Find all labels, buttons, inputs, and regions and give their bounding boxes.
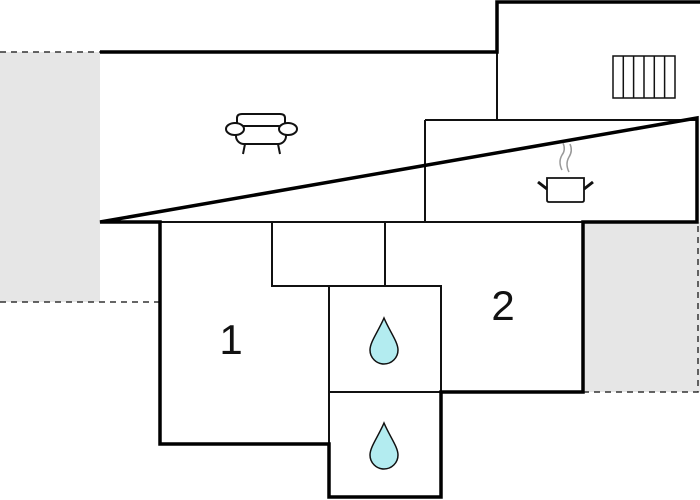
terrace-right [583, 222, 700, 393]
exterior-walls [99, 0, 700, 499]
water-drop-icon [369, 316, 399, 365]
terrace-left [0, 51, 160, 303]
water-drop-icon [369, 421, 399, 470]
interior-walls [100, 52, 697, 444]
stairs-icon [612, 55, 676, 99]
room-2-label: 2 [491, 282, 515, 329]
room-1-label: 1 [219, 316, 243, 363]
cooking-pot-icon [537, 142, 594, 203]
sofa-icon [225, 113, 298, 155]
